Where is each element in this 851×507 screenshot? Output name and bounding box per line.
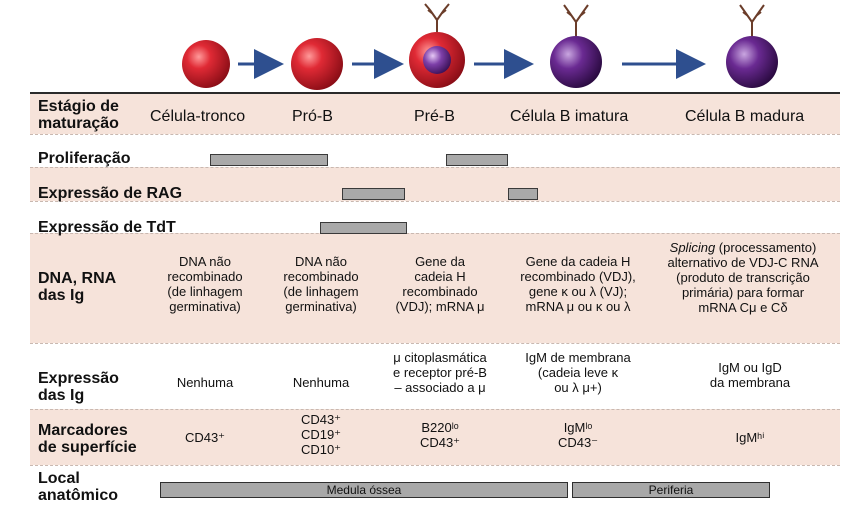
marker-cell-pro-b: CD43⁺CD19⁺CD10⁺ [300,412,342,457]
row-rag [30,167,840,201]
dna-cell-mature-b: Splicing (processamento) alternativo de … [667,240,819,315]
stem-cell-icon [182,40,230,88]
row-stage [30,94,840,134]
row-expression [30,343,840,409]
proliferation-bar-2 [446,154,508,166]
row-proliferation [30,134,840,167]
proliferation-label: Proliferação [38,150,131,167]
marker-cell-mature-b: IgMʰⁱ [735,430,765,445]
periphery-bar: Periferia [572,482,770,498]
proliferation-bar-1 [210,154,328,166]
rag-label: Expressão de RAG [38,185,183,202]
stage-pro-b: Pró-B [292,108,333,125]
cell-illustration-strip [182,3,778,90]
mature-b-cell-icon [726,4,778,88]
row-markers [30,409,840,465]
marker-cell-stem: CD43⁺ [184,430,226,445]
stage-mature-b: Célula B madura [685,108,805,125]
table-top-border [30,92,840,94]
rag-bar-2 [508,188,538,200]
pre-b-cell-icon [409,3,465,88]
stage-stem-cell: Célula-tronco [150,108,246,125]
expr-cell-pro-b: Nenhuma [292,375,350,390]
stage-immature-b: Célula B imatura [510,108,629,125]
row-tdt [30,201,840,233]
expr-cell-stem: Nenhuma [176,375,234,390]
row-dna [30,233,840,343]
stage-pre-b: Pré-B [414,108,455,125]
tdt-label: Expressão de TdT [38,219,176,236]
tdt-bar [320,222,407,234]
pro-b-cell-icon [291,38,343,90]
immature-b-cell-icon [550,4,602,88]
bone-marrow-bar: Medula óssea [160,482,568,498]
rag-bar-1 [342,188,405,200]
